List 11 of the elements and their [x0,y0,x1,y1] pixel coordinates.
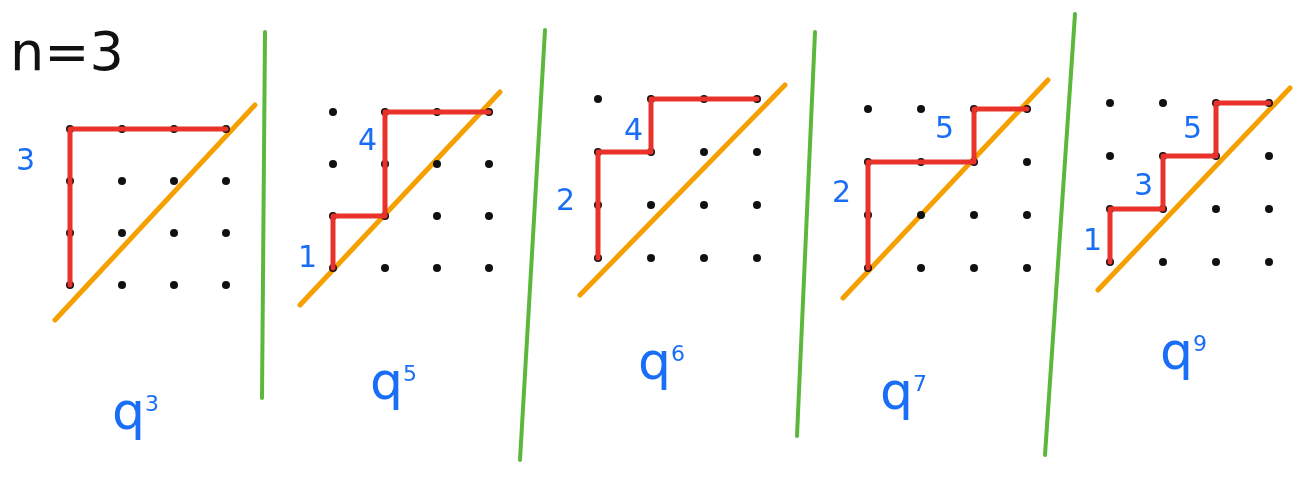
area-number: 2 [556,185,576,215]
area-number: 4 [358,125,378,155]
area-number: 2 [832,177,852,207]
area-number: 4 [624,115,644,145]
heading-text: n=3 [10,25,124,79]
area-number: 3 [1134,170,1154,200]
area-number: 3 [16,145,36,175]
area-number: 5 [1183,113,1203,143]
area-number: 5 [935,113,955,143]
area-number: 1 [298,242,318,272]
area-number: 1 [1083,225,1103,255]
